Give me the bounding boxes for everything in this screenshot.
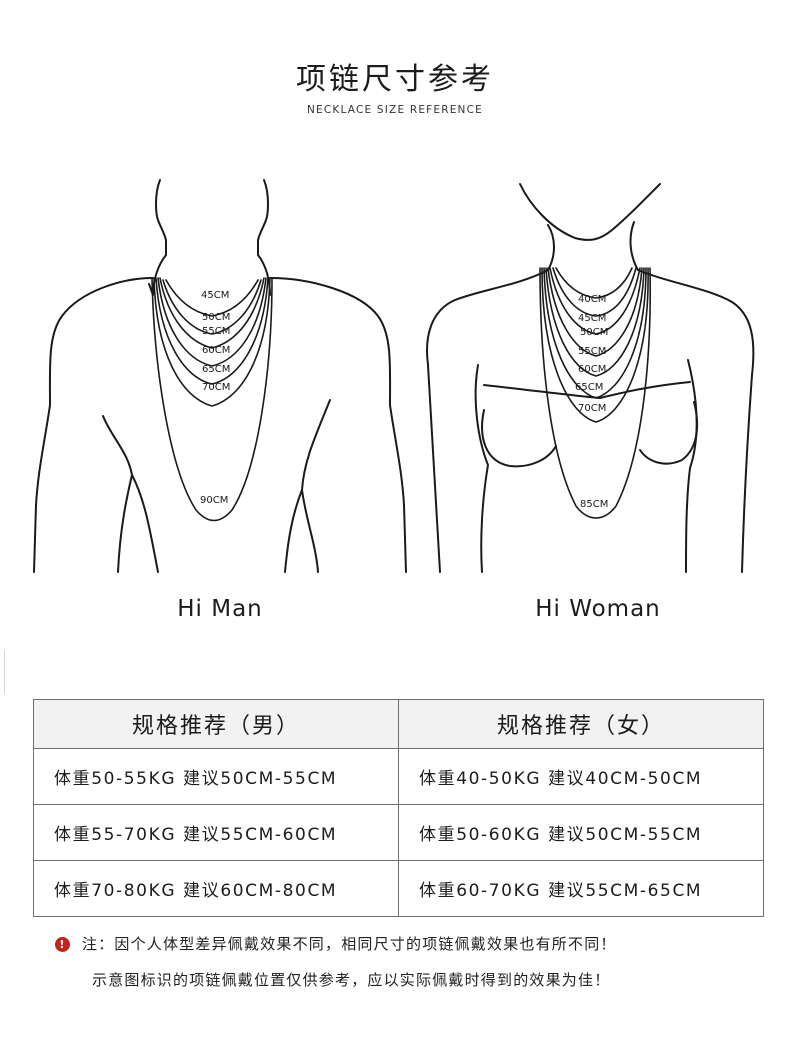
table-row: 体重55-70KG 建议55CM-60CM 体重50-60KG 建议50CM-5… — [33, 804, 764, 861]
woman-length-label: 55CM — [578, 346, 606, 357]
table-cell-men: 体重50-55KG 建议50CM-55CM — [33, 748, 399, 805]
woman-shoulder-right — [637, 269, 755, 573]
woman-breast-left — [481, 409, 557, 468]
woman-length-label: 65CM — [575, 382, 603, 393]
table-row: 体重50-55KG 建议50CM-55CM 体重40-50KG 建议40CM-5… — [33, 748, 764, 805]
man-arm-left — [102, 415, 133, 573]
woman-caption: Hi Woman — [535, 596, 661, 622]
woman-neck-right — [629, 221, 639, 271]
man-chain-55 — [159, 277, 265, 349]
warning-icon: ! — [55, 937, 70, 952]
woman-length-label: 60CM — [578, 364, 606, 375]
page-subtitle: NECKLACE SIZE REFERENCE — [307, 104, 483, 116]
table-cell-men: 体重55-70KG 建议55CM-60CM — [33, 804, 399, 861]
woman-arm-right — [685, 359, 698, 573]
note-line-2: 示意图标识的项链佩戴位置仅供参考，应以实际佩戴时得到的效果为佳！ — [92, 971, 611, 989]
note-line-1: ! 注：因个人体型差异佩戴效果不同，相同尺寸的项链佩戴效果也有所不同！ — [55, 933, 617, 954]
woman-length-label: 40CM — [578, 294, 606, 305]
woman-chain-labels: 40CM 45CM 50CM 55CM 60CM 65CM 70CM 85CM — [575, 294, 608, 510]
table-cell-men: 体重70-80KG 建议60CM-80CM — [33, 860, 399, 917]
man-figure — [33, 179, 407, 573]
man-length-label: 45CM — [201, 290, 229, 301]
man-length-label: 65CM — [202, 364, 230, 375]
man-length-label: 90CM — [200, 495, 228, 506]
man-chain-labels: 45CM 50CM 55CM 60CM 65CM 70CM 90CM — [200, 290, 230, 506]
table-header-row: 规格推荐（男） 规格推荐（女） — [33, 699, 764, 749]
woman-chain-65 — [543, 267, 647, 399]
woman-arm-left — [474, 364, 489, 573]
woman-shoulder-left — [426, 269, 549, 573]
woman-chain-50 — [549, 267, 641, 335]
size-recommendation-table: 规格推荐（男） 规格推荐（女） 体重50-55KG 建议50CM-55CM 体重… — [33, 699, 764, 917]
table-cell-women: 体重40-50KG 建议40CM-50CM — [398, 748, 764, 805]
woman-figure — [426, 183, 755, 573]
side-divider — [4, 650, 5, 694]
man-chains — [151, 277, 273, 522]
table-header-men: 规格推荐（男） — [33, 699, 399, 749]
man-length-label: 50CM — [202, 312, 230, 323]
man-body-right — [269, 277, 407, 573]
table-row: 体重70-80KG 建议60CM-80CM 体重60-70KG 建议55CM-6… — [33, 860, 764, 917]
woman-neck-left — [547, 224, 555, 271]
man-arm-right — [301, 399, 331, 573]
page-title: 项链尺寸参考 — [296, 62, 494, 97]
woman-length-label: 70CM — [578, 403, 606, 414]
man-caption: Hi Man — [177, 596, 263, 622]
table-header-women: 规格推荐（女） — [398, 699, 764, 749]
table-cell-women: 体重50-60KG 建议50CM-55CM — [398, 804, 764, 861]
woman-chains — [539, 267, 652, 519]
woman-chain-70 — [541, 267, 649, 423]
man-chain-70 — [153, 277, 271, 407]
woman-length-label: 45CM — [578, 313, 606, 324]
man-neck-outline — [148, 179, 167, 296]
man-torso-left — [131, 474, 159, 573]
woman-chain-55 — [547, 267, 643, 357]
man-length-label: 70CM — [202, 382, 230, 393]
man-chain-65 — [155, 277, 269, 385]
man-chain-50 — [162, 279, 262, 335]
woman-chain-45 — [552, 267, 637, 317]
man-chain-60 — [157, 277, 267, 367]
note-text-1: 注：因个人体型差异佩戴效果不同，相同尺寸的项链佩戴效果也有所不同！ — [82, 935, 617, 953]
man-chain-45 — [165, 279, 259, 317]
man-length-label: 55CM — [202, 326, 230, 337]
man-neck-outline-right — [257, 179, 271, 296]
man-length-label: 60CM — [202, 345, 230, 356]
woman-chain-40 — [555, 267, 633, 299]
woman-chain-85 — [539, 267, 652, 519]
man-chain-90 — [151, 277, 273, 522]
woman-chain-60 — [545, 267, 645, 377]
woman-breast-right — [639, 401, 699, 465]
necklace-size-figure: 45CM 50CM 55CM 60CM 65CM 70CM 90CM — [33, 179, 755, 573]
woman-length-label: 85CM — [580, 499, 608, 510]
woman-bust-band — [483, 381, 691, 399]
woman-length-label: 50CM — [580, 327, 608, 338]
man-body-left — [33, 277, 154, 573]
man-torso-right — [284, 489, 303, 573]
woman-chin — [519, 183, 661, 241]
table-cell-women: 体重60-70KG 建议55CM-65CM — [398, 860, 764, 917]
